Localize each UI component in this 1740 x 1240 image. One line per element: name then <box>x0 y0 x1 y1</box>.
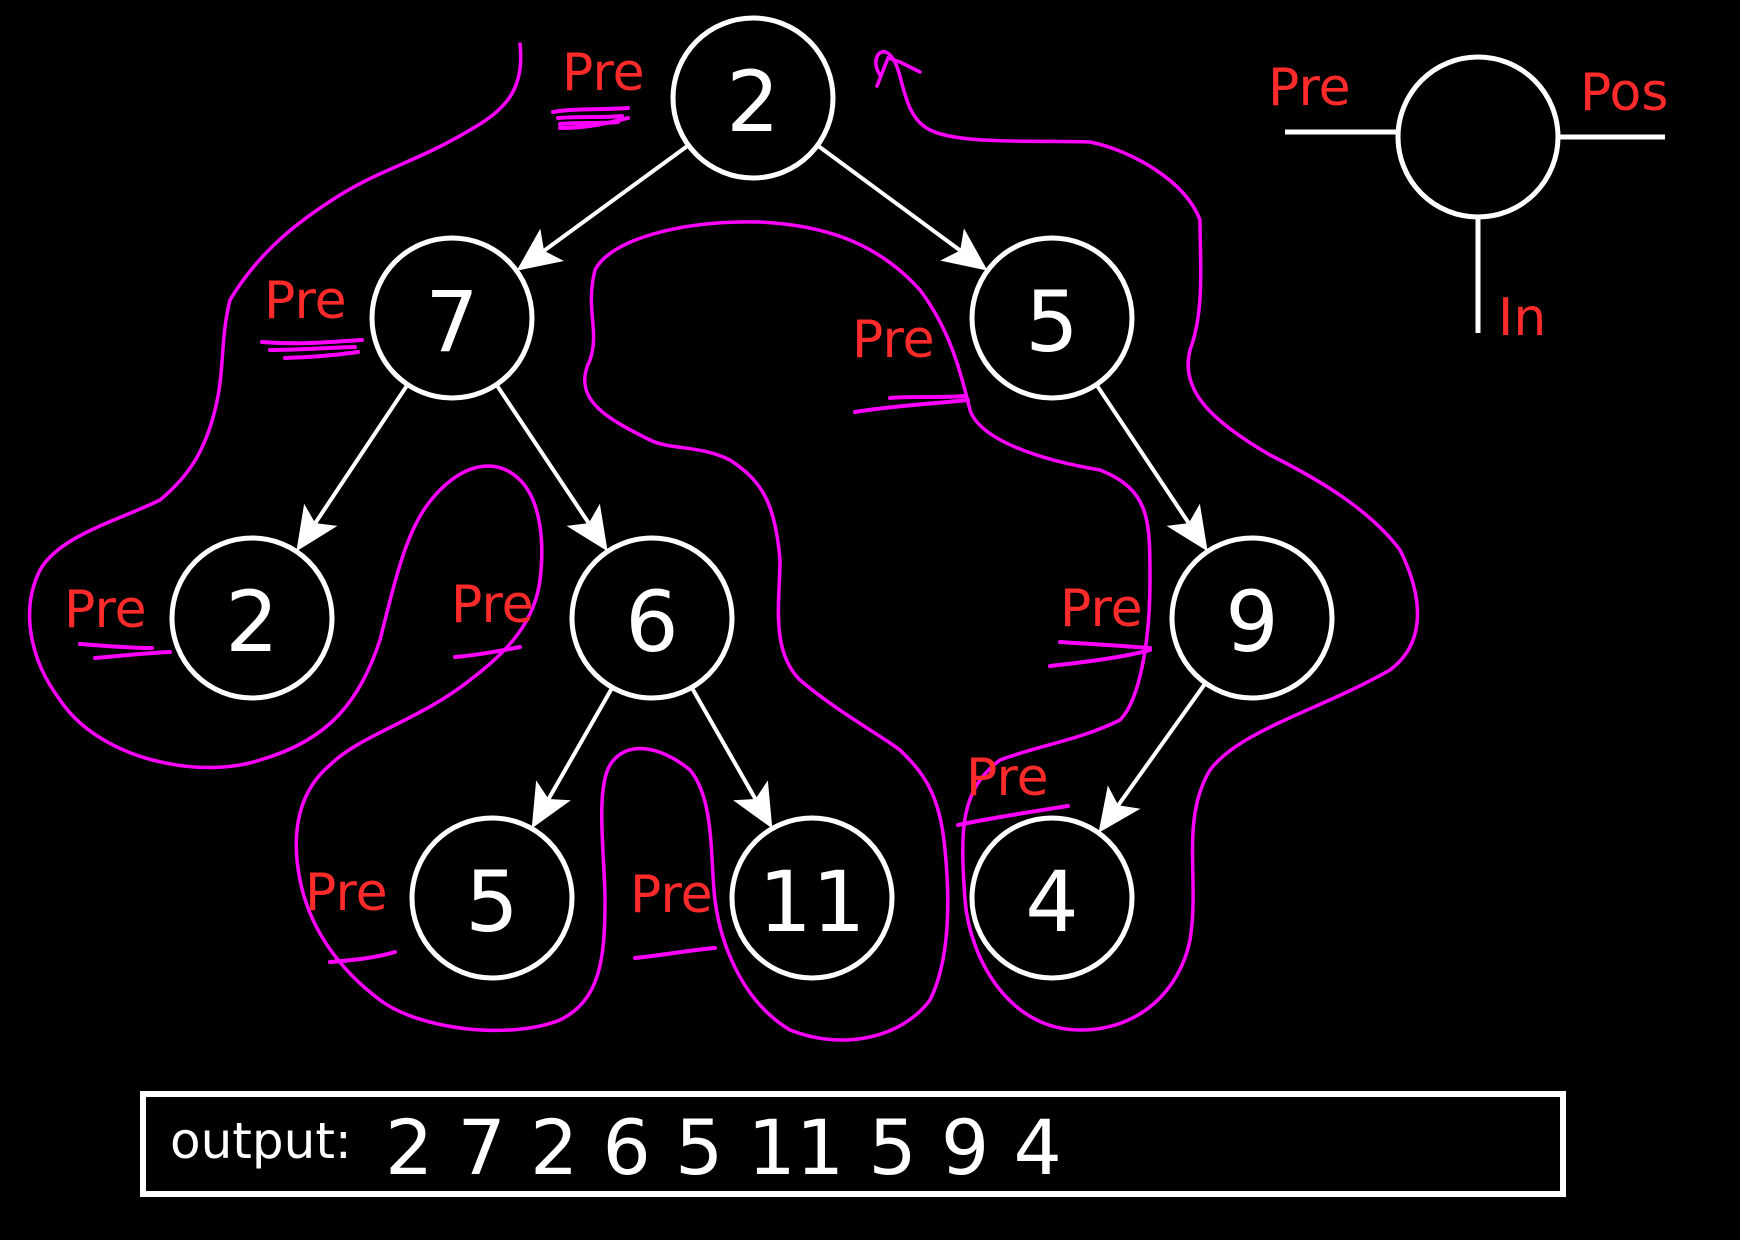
tree-node: 2 <box>670 15 836 181</box>
node-circle <box>169 535 335 701</box>
node-value: 7 <box>425 273 478 371</box>
pre-scribble <box>853 394 970 414</box>
pre-label: Pre <box>305 863 388 923</box>
node-circle <box>729 815 895 981</box>
node-value: 11 <box>759 853 866 951</box>
edge-arrowhead <box>296 503 338 552</box>
node-circle <box>969 235 1135 401</box>
legend-pos-label: Pos <box>1580 63 1668 123</box>
edge-arrowhead <box>1098 785 1141 833</box>
traversal-legend: Pre Pos In <box>1268 54 1668 348</box>
output-values: 2 7 2 6 5 11 5 9 4 <box>385 1103 1062 1192</box>
node-value: 5 <box>1025 273 1078 371</box>
pre-scribble <box>633 946 717 960</box>
output-prefix: output: <box>170 1112 352 1170</box>
traversal-end-arrow <box>875 55 922 88</box>
pre-scribble <box>956 804 1070 827</box>
node-circle <box>670 15 836 181</box>
tree-node: 2 <box>169 535 335 701</box>
tree-node: 4 <box>969 815 1135 981</box>
traversal-path <box>27 42 1420 1042</box>
tree-node: 11 <box>729 815 895 981</box>
tree-node: 5 <box>969 235 1135 401</box>
node-value: 4 <box>1025 853 1078 951</box>
edge-arrowhead <box>531 780 571 829</box>
node-circle <box>969 815 1135 981</box>
node-circle <box>569 535 735 701</box>
pre-label: Pre <box>264 271 347 331</box>
pre-scribble <box>260 338 364 360</box>
tree-node: 6 <box>569 535 735 701</box>
node-value: 2 <box>225 573 278 671</box>
edge-line <box>304 383 410 538</box>
output-frame <box>140 1091 1566 1197</box>
tree-node: 7 <box>369 235 535 401</box>
edge-arrowhead <box>940 228 988 271</box>
legend-in-label: In <box>1498 288 1546 348</box>
edge-line <box>538 686 615 814</box>
node-value: 2 <box>726 53 779 151</box>
edge-line <box>1107 681 1208 820</box>
pre-label: Pre <box>852 310 935 370</box>
pre-label: Pre <box>630 865 713 925</box>
node-value: 9 <box>1225 573 1278 671</box>
edge-line <box>689 686 766 814</box>
pre-scribble <box>1048 640 1152 668</box>
pre-scribble <box>328 950 397 964</box>
pre-scribble <box>551 106 630 130</box>
edge-arrowhead <box>1166 503 1208 552</box>
node-value: 6 <box>625 573 678 671</box>
tree-node: 9 <box>1169 535 1335 701</box>
node-value: 5 <box>465 853 518 951</box>
pre-scribble <box>453 645 522 659</box>
edge-arrowhead <box>516 228 564 271</box>
tree-node: 5 <box>409 815 575 981</box>
edge-line <box>1094 383 1200 538</box>
tree-nodes: 2 7 5 2 6 9 5 11 4 <box>169 15 1335 981</box>
pre-label: Pre <box>64 580 147 640</box>
pre-label: Pre <box>562 43 645 103</box>
node-circle <box>369 235 535 401</box>
edge-line <box>529 143 690 262</box>
legend-pre-label: Pre <box>1268 58 1351 118</box>
edge-line <box>494 383 600 538</box>
output-box: output: 2 7 2 6 5 11 5 9 4 <box>140 1091 1566 1197</box>
pre-label: Pre <box>451 575 534 635</box>
pre-scribble <box>78 642 172 660</box>
edge-arrowhead <box>733 780 773 829</box>
node-circle <box>1169 535 1335 701</box>
legend-node-circle <box>1395 54 1561 220</box>
pre-label: Pre <box>966 748 1049 808</box>
edge-line <box>816 143 975 262</box>
pre-label: Pre <box>1060 579 1143 639</box>
edge-arrowhead <box>566 503 608 552</box>
node-circle <box>409 815 575 981</box>
tree-edges <box>296 143 1208 833</box>
